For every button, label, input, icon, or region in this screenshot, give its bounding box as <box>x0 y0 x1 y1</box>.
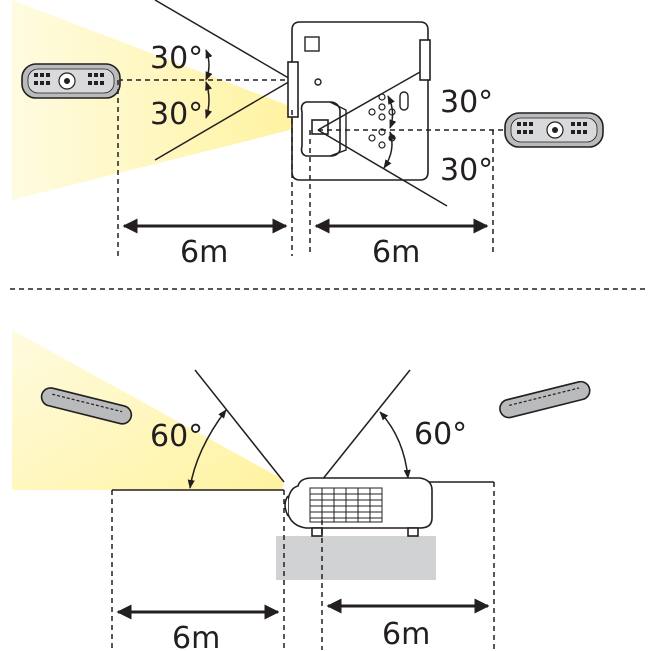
side-left-arc <box>187 409 227 489</box>
side-right-upper-limit <box>321 369 411 481</box>
side-left-beam <box>12 330 284 490</box>
top-view: 30° 30° <box>12 0 604 270</box>
projector-side-view <box>284 477 433 537</box>
side-right-distance-label: 6m <box>382 617 430 651</box>
top-right-arc-upper <box>387 95 397 129</box>
top-left-upper-limit <box>154 0 293 81</box>
side-right-arc <box>379 411 411 479</box>
remote-control-icon <box>21 63 121 99</box>
top-left-angle-lower-label: 30° <box>150 97 203 132</box>
side-left-upper-limit <box>194 369 285 483</box>
remote-control-icon <box>504 112 604 148</box>
top-left-arc-upper <box>205 49 213 81</box>
top-right-angle-lower-label: 30° <box>440 153 493 188</box>
top-left-beam <box>12 0 300 200</box>
side-left-distance-label: 6m <box>172 621 220 651</box>
remote-control-side-icon <box>40 387 133 425</box>
projector-top-view <box>287 21 431 181</box>
top-left-angle-upper-label: 30° <box>150 41 203 76</box>
top-right-upper-limit <box>317 71 421 131</box>
top-right-distance-label: 6m <box>372 235 420 270</box>
side-view: 60° 60° <box>12 330 591 651</box>
side-right-angle-label: 60° <box>414 417 467 452</box>
top-right-lower-limit <box>317 129 448 207</box>
remote-control-side-icon <box>499 380 591 419</box>
projector-stand <box>276 536 436 580</box>
top-left-lower-limit <box>154 79 293 161</box>
top-right-arc-lower <box>383 131 396 169</box>
side-left-angle-label: 60° <box>150 419 203 454</box>
top-left-distance-label: 6m <box>180 235 228 270</box>
top-right-angle-upper-label: 30° <box>440 85 493 120</box>
top-left-arc-lower <box>205 81 212 119</box>
